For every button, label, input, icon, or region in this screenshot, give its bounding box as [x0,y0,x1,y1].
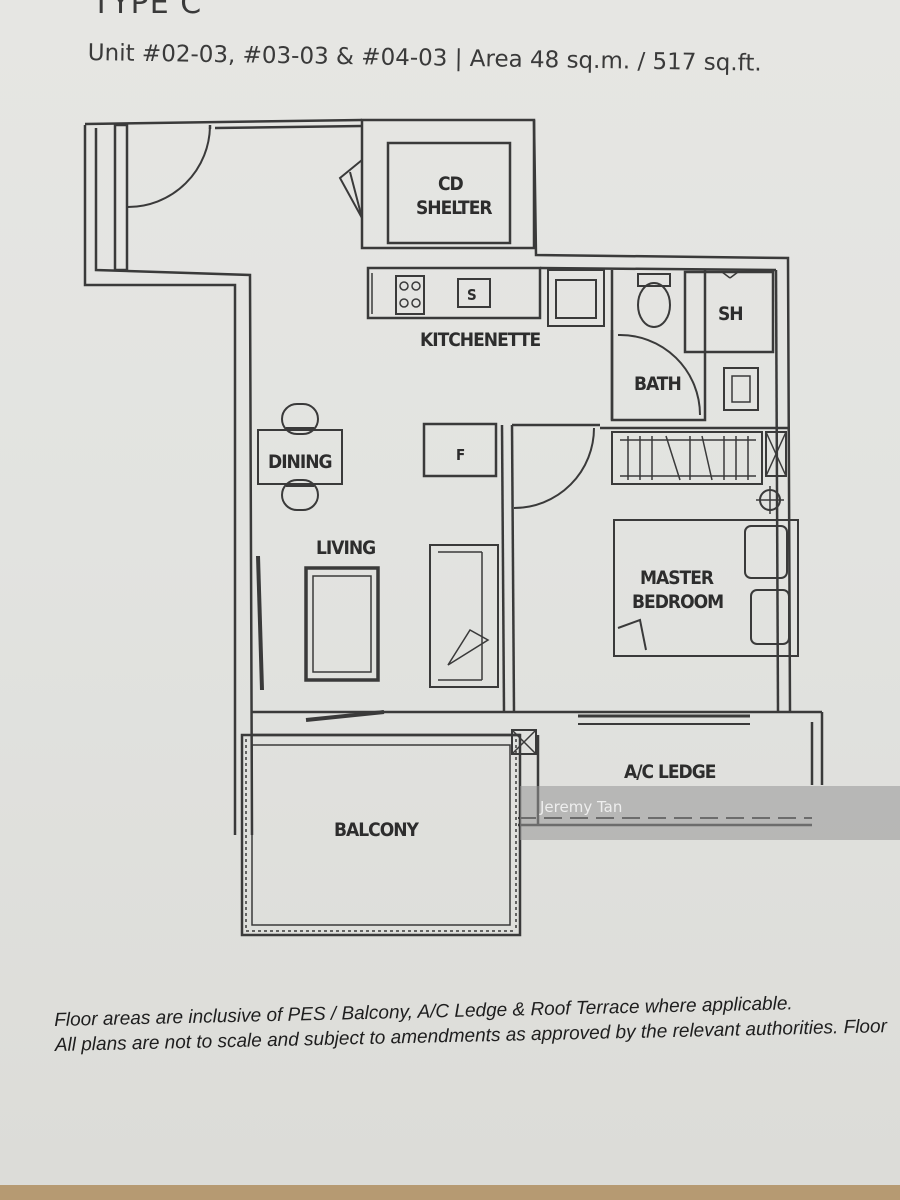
cd-shelter-inner [386,141,512,245]
label-living: LIVING [316,537,375,559]
label-dining: DINING [268,451,332,473]
outer-wall-left-corridor-inner [94,128,254,836]
entrance-door-swing [126,124,211,209]
ac-ledge-box [511,729,537,755]
label-balcony: BALCONY [334,819,420,841]
fridge [422,422,498,478]
shower-cubicle [683,270,775,354]
label-sink: S [467,286,476,304]
db-box [765,431,787,477]
kitchenette-counter [366,266,542,320]
coffee-table [304,566,380,682]
label-bath: BATH [634,373,681,395]
entrance-door-frame [113,123,129,272]
master-bed [613,519,799,657]
plan-type-title: TYPE C [92,0,203,21]
balcony-sliding-door [305,710,385,722]
dining-table [257,429,343,485]
pillow-1 [744,525,788,579]
wardrobe-hangers [620,435,756,481]
label-fridge: F [456,446,465,464]
kitchen-sink [457,278,491,308]
bedroom-wall [510,424,516,713]
sofa [429,544,499,688]
floor-plan: CD SHELTER S KITCHENETTE BATH SH DINING … [83,118,824,937]
bedroom-door-swing [513,427,595,509]
outer-wall-left-corridor [83,125,237,835]
outer-wall-top [84,118,363,126]
label-kitchenette: KITCHENETTE [420,329,541,351]
label-bedroom: BEDROOM [632,591,723,613]
washing-machine [547,269,605,327]
shelter-door [338,159,363,219]
outer-wall-right-top [532,119,792,713]
toilet [637,282,671,328]
watermark-overlay: Jeremy Tan [520,786,900,840]
label-shower: SH [718,303,743,325]
living-window [256,555,264,691]
kitchen-hob [395,275,425,315]
wardrobe [611,431,763,485]
label-ac-ledge: A/C LEDGE [624,761,716,783]
label-cd: CD [438,173,464,195]
wash-basin [723,367,759,411]
watermark-text: Jeremy Tan [540,798,623,816]
dining-chairs [281,403,319,511]
pillow-2 [750,589,790,645]
label-shelter: SHELTER [416,197,492,219]
bath-door-swing [617,333,701,416]
label-master: MASTER [640,567,714,589]
